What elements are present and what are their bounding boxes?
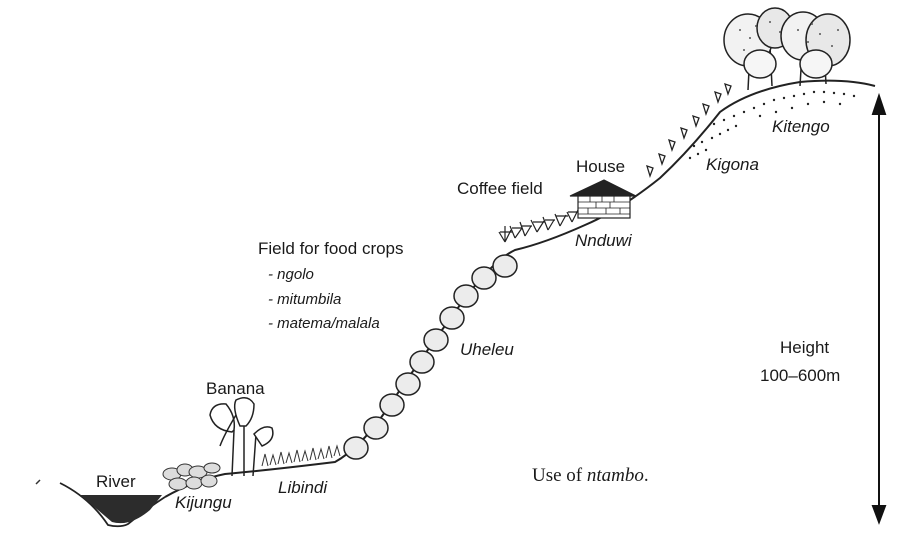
house-icon [569, 179, 637, 219]
caption-emphasis: ntambo [587, 465, 644, 486]
caption-prefix: Use of [532, 465, 587, 486]
food-crop-matema-malala: - matema/malala [268, 315, 380, 332]
coffee-bushes [498, 209, 579, 243]
caption-suffix: . [644, 465, 649, 486]
food-crops-title: Field for food crops [258, 239, 404, 258]
food-crop-ngolo: - ngolo [268, 266, 314, 283]
height-label: Height [780, 338, 829, 357]
libindi-label: Libindi [278, 478, 328, 497]
height-range-label: 100–600m [760, 366, 840, 385]
river-basin [59, 482, 166, 528]
kigona-label: Kigona [706, 155, 759, 174]
banana-plant [209, 397, 274, 477]
forest-texture-dots [739, 21, 839, 51]
kijungu-rocks [162, 462, 221, 491]
coffee-field-label: Coffee field [457, 179, 543, 198]
river-label: River [96, 472, 136, 491]
kigona-shrubs [646, 82, 732, 179]
river-water [80, 495, 162, 524]
forest-trees [723, 7, 851, 91]
height-arrow [871, 92, 887, 525]
kijungu-label: Kijungu [175, 493, 232, 512]
uheleu-boulders [343, 254, 518, 460]
kitengo-soil-dots [688, 90, 856, 160]
banana-label: Banana [206, 379, 265, 398]
house-label: House [576, 157, 625, 176]
stray-mark [35, 479, 41, 485]
nduwi-label: Nnduwi [575, 231, 633, 250]
uheleu-label: Uheleu [460, 340, 514, 359]
figure-caption: Use of ntambo. [532, 465, 649, 486]
food-crop-mitumbila: - mitumbila [268, 291, 341, 308]
libindi-grass [261, 444, 341, 467]
hill-profile [164, 79, 876, 498]
kitengo-label: Kitengo [772, 117, 830, 136]
